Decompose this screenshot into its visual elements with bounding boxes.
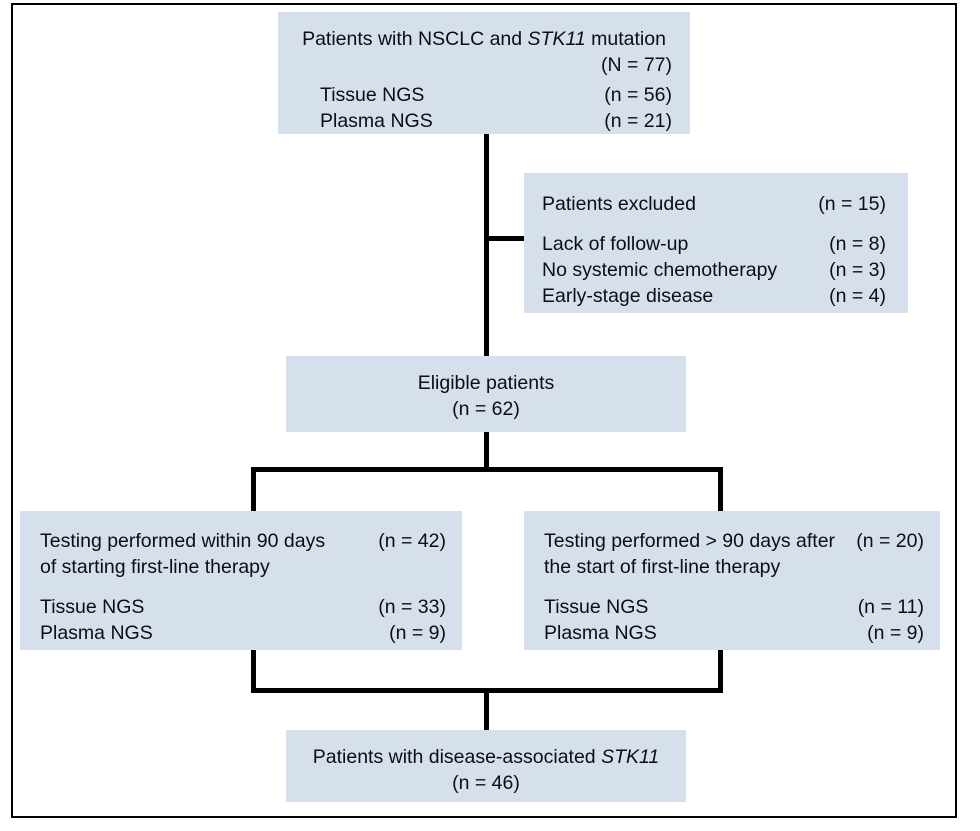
late-testing-row-tissue-label: Tissue NGS: [544, 596, 649, 618]
early-testing-heading-line1: Testing performed within 90 days: [40, 530, 326, 552]
excluded-spacer: [542, 217, 886, 231]
late-testing-heading-line1: Testing performed > 90 days after: [544, 530, 836, 552]
eligible-line-1: Eligible patients: [417, 372, 555, 394]
enrollment-heading-tail: mutation: [585, 28, 666, 50]
late-testing-row-tissue: Tissue NGS (n = 11): [544, 594, 924, 620]
early-testing-box: Testing performed within 90 days (n = 42…: [20, 511, 462, 650]
early-testing-heading-line2: of starting first-line therapy: [40, 556, 270, 578]
eligible-line-2: (n = 62): [452, 398, 520, 420]
enrollment-row-tissue-label: Tissue NGS: [320, 84, 425, 106]
early-testing-spacer: [40, 580, 446, 594]
early-testing-heading-row: Testing performed within 90 days (n = 42…: [40, 528, 446, 554]
excluded-row-earlystage-count: (n = 4): [829, 285, 886, 307]
late-testing-spacer: [544, 580, 924, 594]
excluded-row-chemo-count: (n = 3): [829, 259, 886, 281]
excluded-heading-row: Patients excluded (n = 15): [542, 191, 886, 217]
connector-eligible-down: [484, 432, 489, 471]
excluded-box: Patients excluded (n = 15) Lack of follo…: [524, 173, 908, 313]
connector-split-horizontal: [251, 467, 723, 472]
enrollment-row-plasma-count: (n = 21): [604, 110, 672, 132]
excluded-heading-label: Patients excluded: [542, 193, 696, 215]
connector-merge-to-final: [484, 688, 489, 732]
final-cohort-box: Patients with disease-associated STK11 (…: [286, 730, 686, 802]
enrollment-row-plasma-label: Plasma NGS: [320, 110, 433, 132]
enrollment-heading-gene: STK11: [527, 28, 586, 50]
excluded-row-chemo: No systemic chemotherapy (n = 3): [542, 257, 886, 283]
connector-split-left-down: [251, 467, 256, 513]
late-testing-box: Testing performed > 90 days after (n = 2…: [524, 511, 940, 650]
final-cohort-line-1: Patients with disease-associated STK11: [286, 744, 686, 770]
eligible-box: Eligible patients (n = 62): [286, 356, 686, 432]
late-testing-heading-row: Testing performed > 90 days after (n = 2…: [544, 528, 924, 554]
early-testing-row-tissue: Tissue NGS (n = 33): [40, 594, 446, 620]
enrollment-row-plasma: Plasma NGS (n = 21): [296, 108, 672, 134]
connector-merge-right-down: [718, 648, 723, 692]
connector-merge-left-down: [251, 648, 256, 692]
final-cohort-line-1-text: Patients with disease-associated: [312, 746, 602, 768]
excluded-row-chemo-label: No systemic chemotherapy: [542, 259, 778, 281]
enrollment-box: Patients with NSCLC and STK11 mutation (…: [278, 12, 690, 134]
final-cohort-line-1-gene: STK11: [601, 746, 660, 768]
connector-to-excluded-box: [484, 236, 526, 241]
early-testing-row-plasma-label: Plasma NGS: [40, 622, 153, 644]
late-testing-row-plasma-count: (n = 9): [867, 622, 924, 644]
excluded-row-earlystage: Early-stage disease (n = 4): [542, 283, 886, 309]
late-testing-heading-count: (n = 20): [856, 530, 924, 552]
excluded-row-followup-label: Lack of follow-up: [542, 233, 689, 255]
connector-split-right-down: [718, 467, 723, 513]
excluded-heading-count: (n = 15): [818, 193, 886, 215]
excluded-row-followup: Lack of follow-up (n = 8): [542, 231, 886, 257]
late-testing-row-plasma-label: Plasma NGS: [544, 622, 657, 644]
enrollment-row-tissue: Tissue NGS (n = 56): [296, 82, 672, 108]
enrollment-row-tissue-count: (n = 56): [604, 84, 672, 106]
excluded-row-earlystage-label: Early-stage disease: [542, 285, 714, 307]
final-cohort-line-2: (n = 46): [452, 772, 520, 794]
early-testing-row-tissue-label: Tissue NGS: [40, 596, 145, 618]
late-testing-row-tissue-count: (n = 11): [857, 596, 924, 618]
figure-border: [11, 3, 957, 818]
enrollment-total: (N = 77): [601, 54, 672, 76]
enrollment-heading: Patients with NSCLC and STK11 mutation: [296, 26, 672, 52]
excluded-row-followup-count: (n = 8): [829, 233, 886, 255]
connector-enrollment-to-eligible: [484, 132, 489, 358]
late-testing-row-plasma: Plasma NGS (n = 9): [544, 620, 924, 646]
early-testing-heading-count: (n = 42): [378, 530, 446, 552]
early-testing-row-tissue-count: (n = 33): [378, 596, 446, 618]
late-testing-heading-line2: the start of first-line therapy: [544, 556, 781, 578]
enrollment-heading-text: Patients with NSCLC and: [302, 28, 528, 50]
early-testing-row-plasma-count: (n = 9): [389, 622, 446, 644]
early-testing-row-plasma: Plasma NGS (n = 9): [40, 620, 446, 646]
